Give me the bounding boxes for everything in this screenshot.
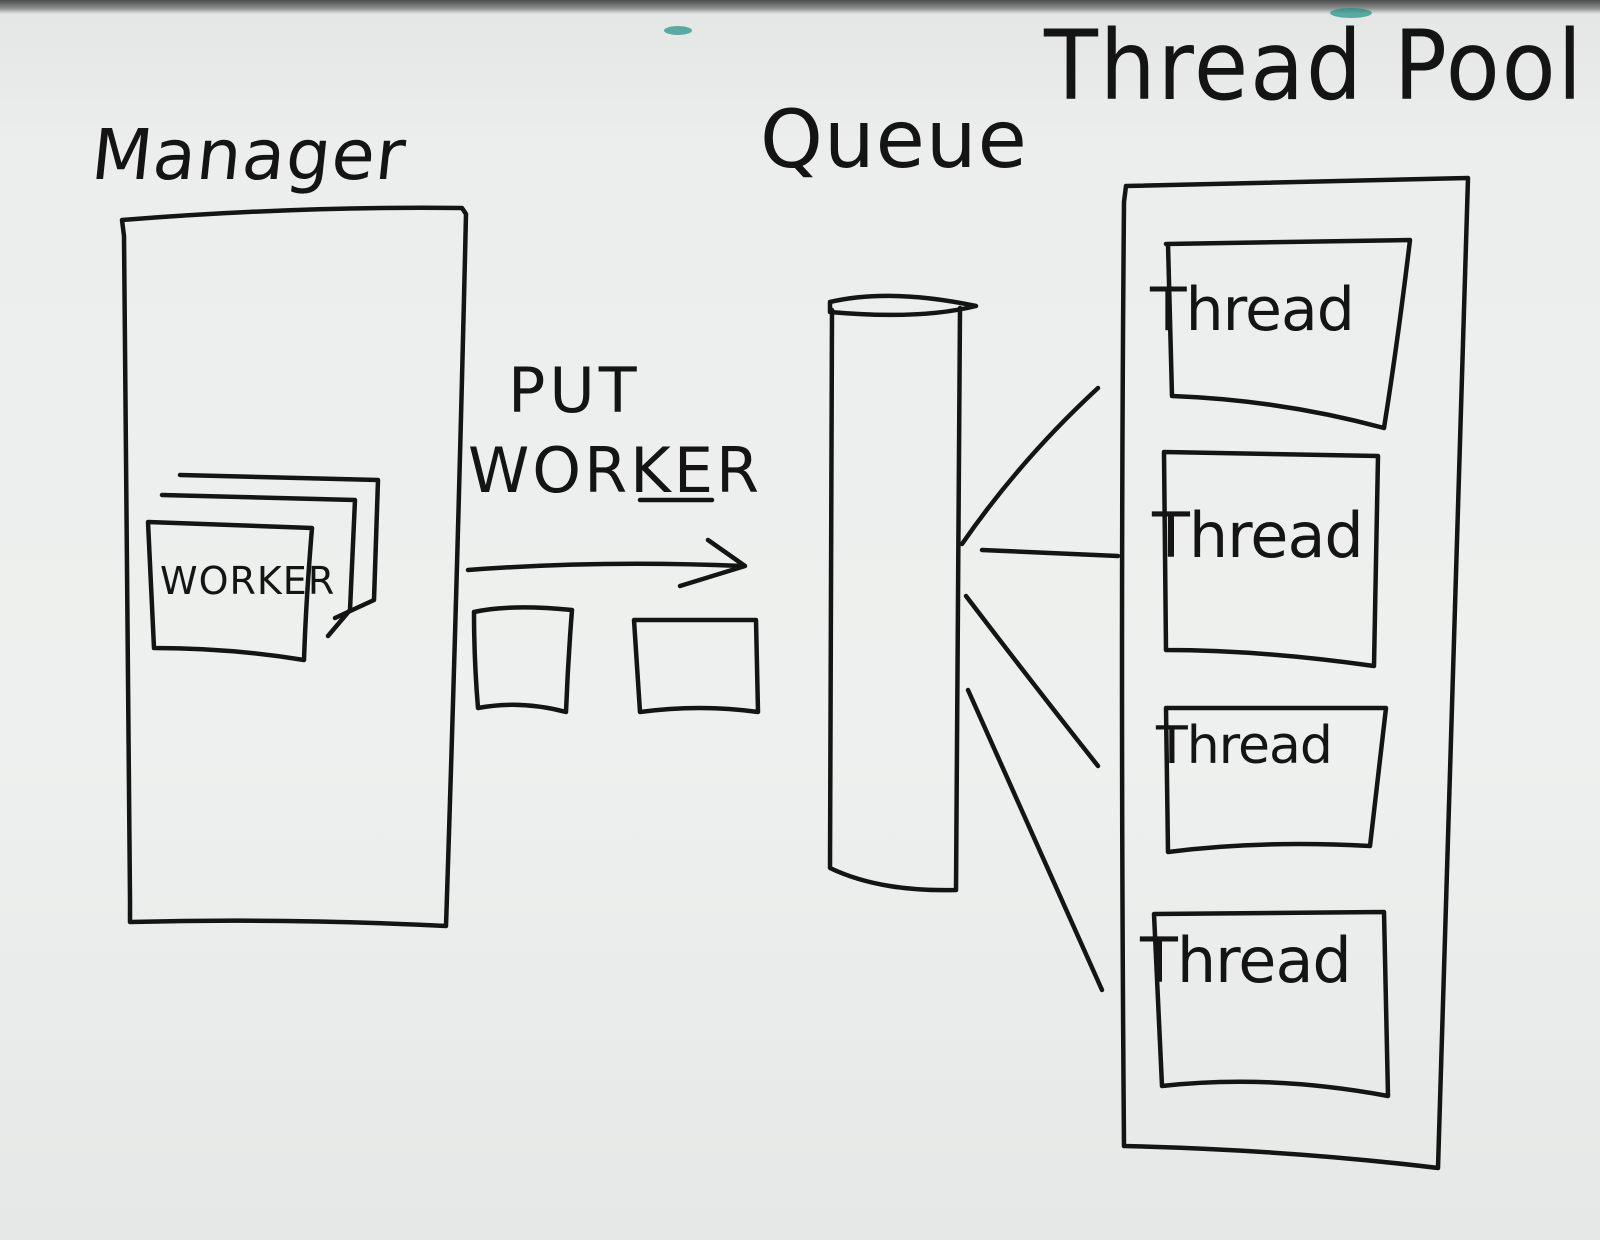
thread-pool-label: Thread Pool <box>1044 10 1584 122</box>
queue-cylinder-body <box>827 305 963 893</box>
manager-label: Manager <box>87 114 411 196</box>
whiteboard-frame-edge <box>0 0 1600 14</box>
connector-4 <box>965 687 1105 993</box>
thread-label-1: Thread <box>1150 275 1355 345</box>
worker-transfer-label: WORKER <box>468 434 763 507</box>
thread-label-4: Thread <box>1140 924 1352 997</box>
connector-3 <box>963 593 1101 769</box>
thread-box-1 <box>1163 237 1413 431</box>
thread-box-4 <box>1151 909 1391 1099</box>
connector-1 <box>959 385 1101 547</box>
queue-cylinder-top <box>827 293 979 318</box>
put-arrow-head <box>677 537 748 589</box>
queue-label: Queue <box>760 93 1028 186</box>
connector-2 <box>979 547 1121 559</box>
marker-smudge <box>664 26 692 35</box>
marker-smudge <box>1330 8 1372 18</box>
worker-card-back <box>177 472 381 621</box>
worker-card-label: WORKER <box>160 559 336 603</box>
put-arrow-shaft <box>465 561 745 573</box>
thread-box-3 <box>1163 705 1389 855</box>
transit-item-1 <box>471 605 575 715</box>
thread-box-2 <box>1161 449 1381 669</box>
manager-box <box>119 205 469 929</box>
worker-card-middle <box>159 492 358 639</box>
thread-label-3: Thread <box>1156 716 1333 776</box>
put-label: PUT <box>508 354 641 427</box>
thread-label-2: Thread <box>1152 499 1364 572</box>
worker-card-front <box>145 519 315 663</box>
transit-item-2 <box>631 617 761 715</box>
thread-pool-box <box>1119 175 1471 1171</box>
